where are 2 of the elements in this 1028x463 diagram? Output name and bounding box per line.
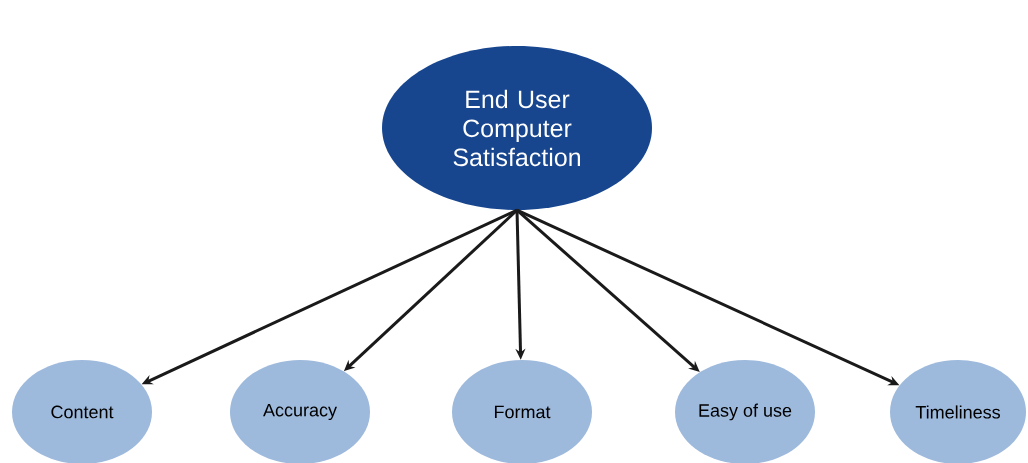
oval-node: End User Computer Satisfaction bbox=[382, 46, 652, 210]
arrow bbox=[516, 209, 700, 372]
